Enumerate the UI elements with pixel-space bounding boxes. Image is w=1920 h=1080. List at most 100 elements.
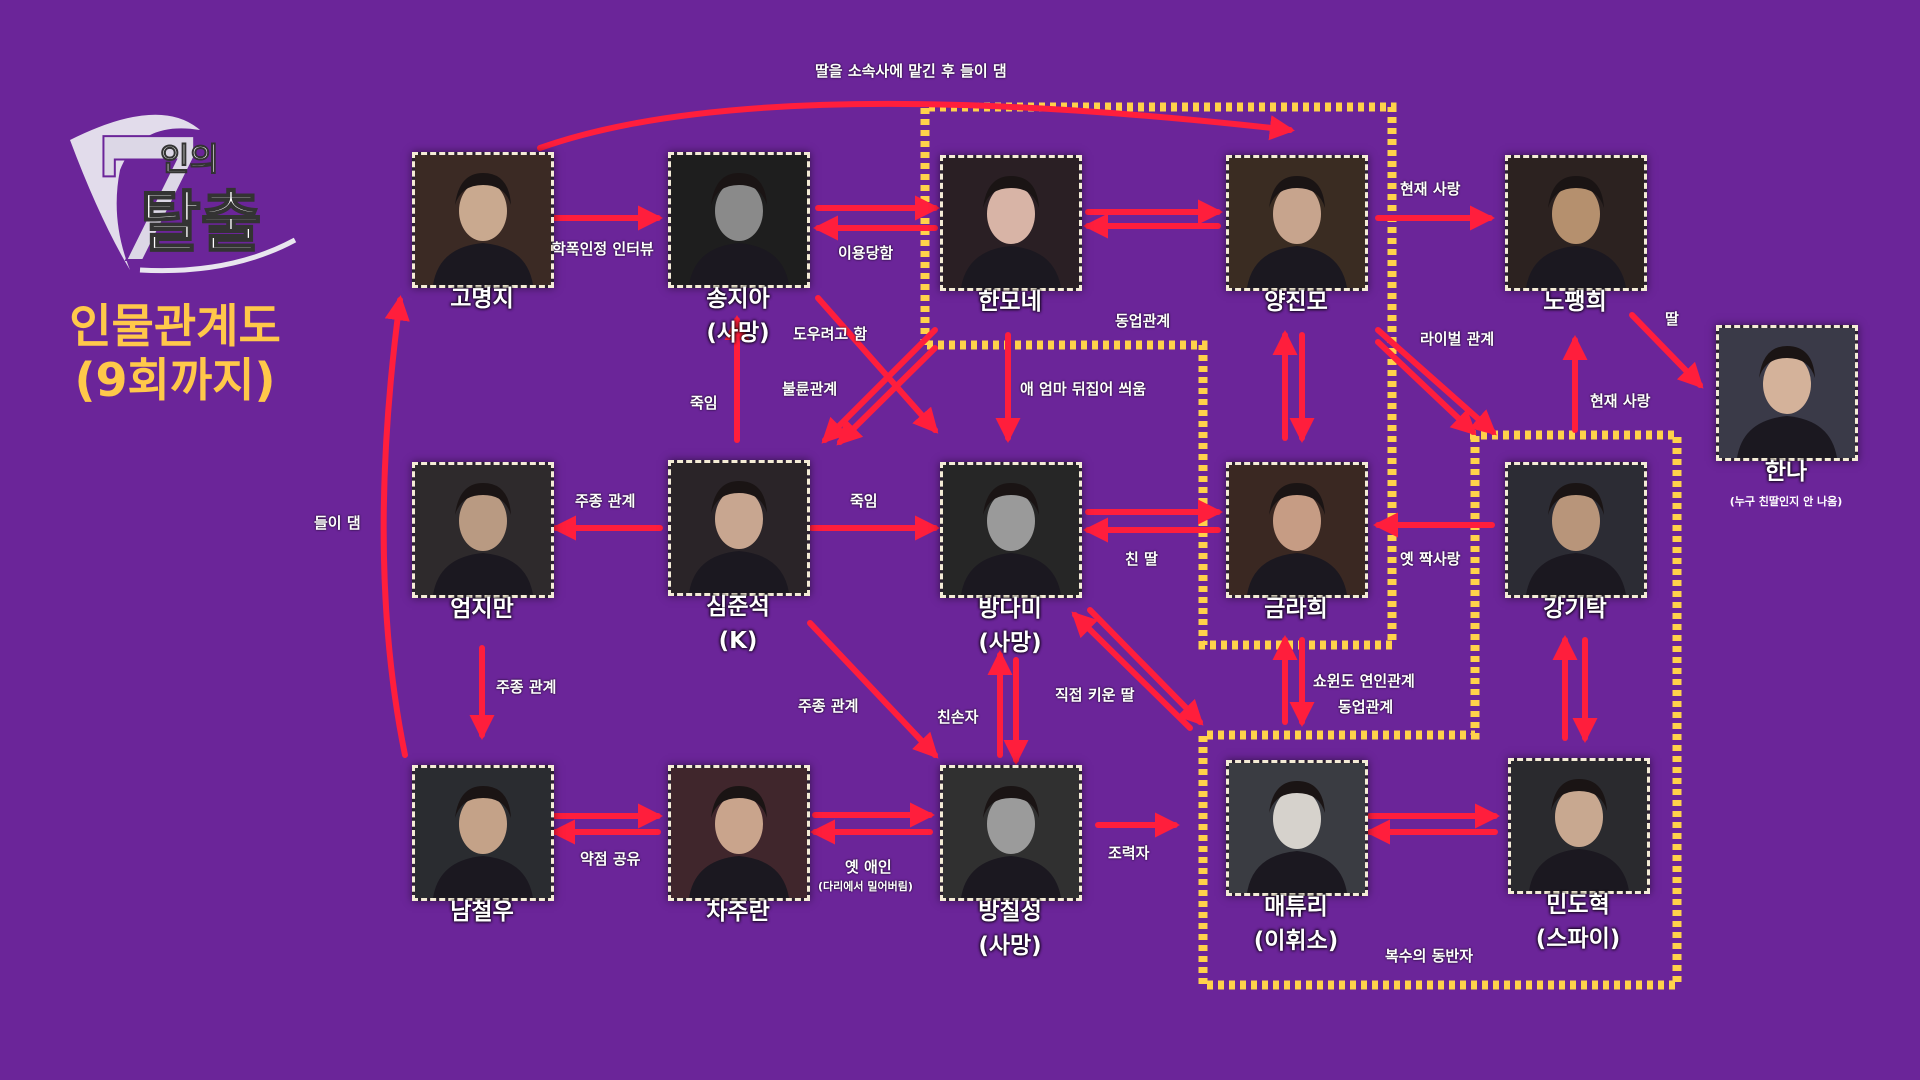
portrait-image: [415, 465, 551, 595]
portrait-gangkitak: [1505, 462, 1647, 598]
show-logo: 7 인의 탈출: [70, 100, 297, 300]
relation-label: 죽임: [690, 394, 718, 412]
diagram-title: 인물관계도: [69, 299, 281, 353]
portrait-simjunseok: [668, 460, 810, 596]
portrait-eomjiman: [412, 462, 554, 598]
arrow-yangjinmo-mindohyeok-2: [1375, 339, 1477, 436]
arrow-maetyuri-bangdami: [1071, 611, 1193, 731]
character-note-mindohyeok: (스파이): [1535, 926, 1621, 952]
portrait-image: [943, 768, 1079, 898]
portrait-image: [1229, 763, 1365, 893]
character-note-bangchilseong: (사망): [978, 933, 1042, 959]
character-name-gangkitak: 강기탁: [1543, 596, 1607, 622]
portrait-geumrahui: [1226, 462, 1368, 598]
relation-label: 현재 사랑: [1400, 180, 1461, 198]
diagram-subtitle: (9회까지): [74, 353, 276, 407]
portrait-namcheolwoo: [412, 765, 554, 901]
portrait-bangchilseong: [940, 765, 1082, 901]
portrait-hanna: [1716, 325, 1858, 461]
relation-label: 이용당함: [838, 244, 894, 262]
relation-label: 동업관계: [1338, 698, 1394, 716]
portrait-image: [1719, 328, 1855, 458]
relation-label: 약점 공유: [580, 850, 641, 868]
portrait-yangjinmo: [1226, 155, 1368, 291]
logo-number: 7: [90, 101, 208, 300]
character-note-songjia: (사망): [706, 320, 770, 346]
character-name-geumrahui: 금라희: [1264, 596, 1328, 622]
character-name-chajuran: 차주란: [706, 899, 770, 925]
relation-label: 들이 댐: [314, 514, 361, 532]
portrait-image: [415, 768, 551, 898]
portrait-gomyeongji: [412, 152, 554, 288]
character-name-hanna: 한나: [1764, 459, 1808, 485]
logo-swoosh: [70, 114, 200, 270]
logo-small-text: 인의: [160, 140, 219, 178]
portrait-image: [1229, 158, 1365, 288]
group-box-hanmone-yangjinmo: [920, 102, 1397, 650]
relation-label: 쇼윈도 연인관계: [1313, 672, 1415, 690]
character-name-songjia: 송지아: [706, 286, 770, 312]
relation-label: 애 엄마 뒤집어 씌움: [1020, 380, 1147, 398]
relation-label: 죽임: [850, 492, 878, 510]
character-note-bangdami: (사망): [978, 630, 1042, 656]
portrait-hanmone: [940, 155, 1082, 291]
portrait-image: [671, 768, 807, 898]
relation-label: 라이벌 관계: [1420, 330, 1495, 348]
character-name-maetyuri: 매튜리: [1264, 894, 1328, 920]
portrait-nopaenghui: [1505, 155, 1647, 291]
relation-label: 동업관계: [1115, 312, 1171, 330]
portrait-image: [671, 463, 807, 593]
character-name-yangjinmo: 양진모: [1264, 289, 1328, 315]
relation-label: 주종 관계: [575, 492, 636, 510]
relation-label: 학폭인정 인터뷰: [552, 240, 654, 258]
relation-label: 친손자: [937, 708, 979, 726]
arrow-bangdami-maetyuri: [1087, 607, 1204, 726]
character-name-gomyeongji: 고명지: [450, 286, 514, 312]
relationship-arrows: [380, 100, 1704, 845]
relation-label: 조력자: [1108, 844, 1150, 862]
character-note-hanna: (누구 친딸인지 안 나옴): [1729, 495, 1843, 508]
relation-label: 도우려고 함: [793, 325, 868, 343]
character-name-hanmone: 한모네: [978, 289, 1042, 315]
logo-main-text: 탈출: [140, 184, 261, 261]
relation-label: 딸: [1665, 310, 1679, 328]
portrait-songjia: [668, 152, 810, 288]
portrait-bangdami: [940, 462, 1082, 598]
portrait-mindohyeok: [1508, 758, 1650, 894]
arrow-gomyeongji-yangjinmo: [537, 100, 1296, 151]
character-name-nopaenghui: 노팽희: [1543, 289, 1607, 315]
arrow-nopaenghui-hanna: [1629, 312, 1704, 389]
relation-label: 딸을 소속사에 맡긴 후 들이 댐: [815, 62, 1007, 80]
portrait-image: [1508, 158, 1644, 288]
character-note-maetyuri: (이휘소): [1253, 928, 1339, 954]
portrait-image: [671, 155, 807, 285]
character-note-simjunseok: (K): [718, 628, 758, 654]
relation-label: 옛 짝사랑: [1400, 550, 1461, 568]
arrow-namcheolwoo-gomyeongji: [380, 295, 410, 758]
relation-label: 옛 애인: [845, 858, 892, 876]
relation-label: 복수의 동반자: [1385, 947, 1474, 965]
portrait-image: [943, 465, 1079, 595]
portrait-image: [1511, 761, 1647, 891]
character-name-bangchilseong: 방칠성: [978, 899, 1042, 925]
relation-label: (다리에서 밀어버림): [818, 880, 913, 893]
portrait-image: [943, 158, 1079, 288]
character-name-bangdami: 방다미: [978, 596, 1042, 622]
character-name-simjunseok: 심준석: [706, 594, 770, 620]
portrait-maetyuri: [1226, 760, 1368, 896]
character-name-namcheolwoo: 남철우: [450, 899, 514, 925]
arrow-simjunseok-bangchilseong: [807, 620, 939, 759]
logo-underline: [139, 237, 297, 274]
portrait-image: [415, 155, 551, 285]
arrow-songjia-bangdami: [815, 295, 939, 434]
character-name-mindohyeok: 민도혁: [1546, 892, 1610, 918]
portrait-chajuran: [668, 765, 810, 901]
relation-label: 현재 사랑: [1590, 392, 1651, 410]
relation-label: 직접 키운 딸: [1055, 686, 1135, 704]
portrait-image: [1229, 465, 1365, 595]
portrait-image: [1508, 465, 1644, 595]
relation-label: 주종 관계: [798, 697, 859, 715]
relation-label: 불륜관계: [782, 380, 838, 398]
